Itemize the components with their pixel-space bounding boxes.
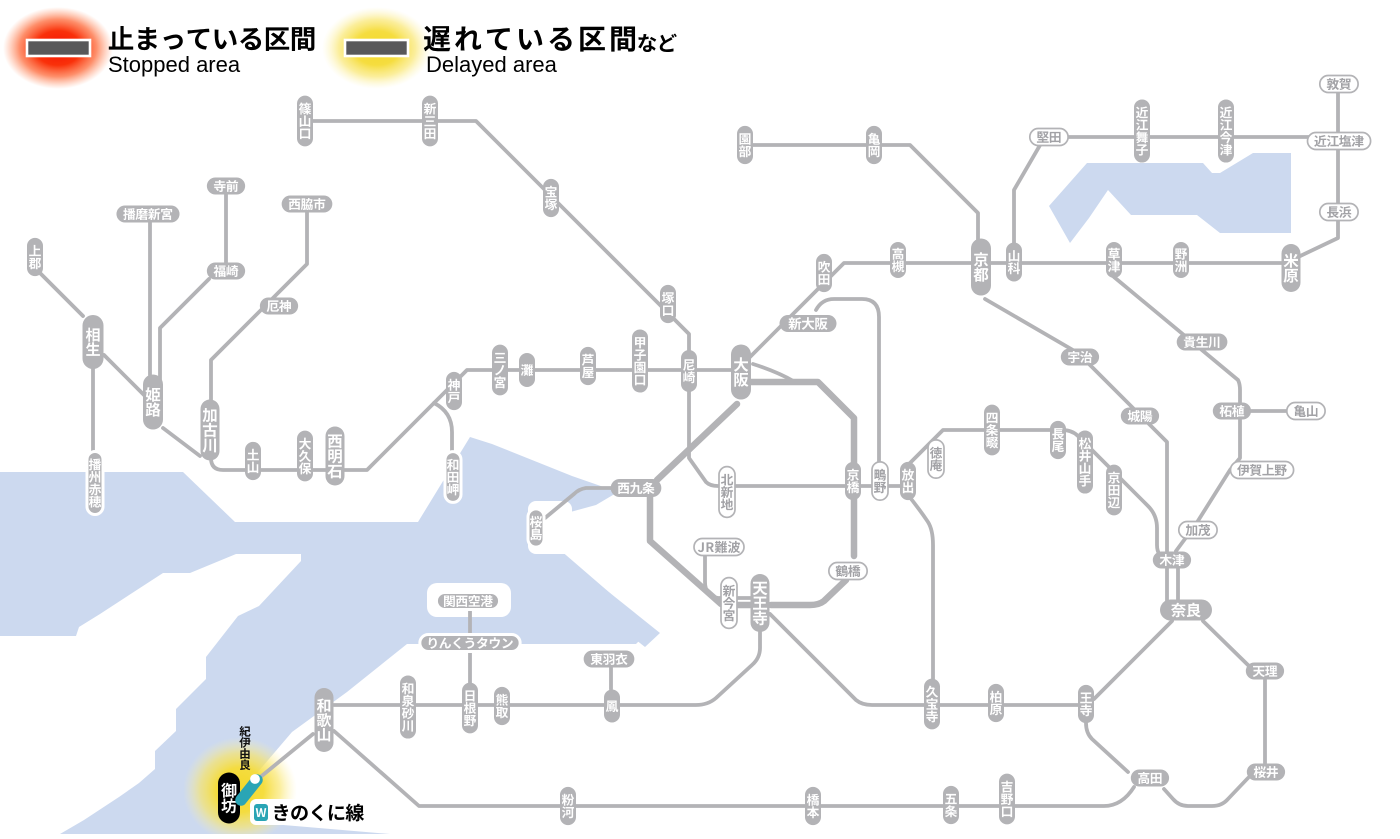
svg-text:Stopped area: Stopped area bbox=[108, 52, 241, 77]
svg-text:Delayed area: Delayed area bbox=[426, 52, 558, 77]
